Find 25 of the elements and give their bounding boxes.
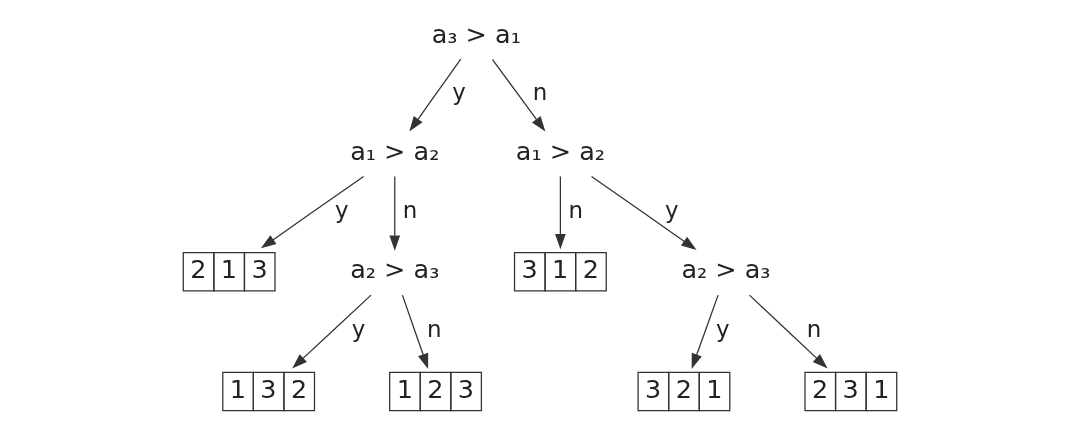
edge-label: y <box>716 316 730 343</box>
arrow <box>555 175 566 250</box>
edge-label: n <box>402 196 418 223</box>
arrow <box>401 294 429 369</box>
arrow <box>409 58 462 132</box>
arrow <box>748 294 828 369</box>
arrow <box>691 294 719 369</box>
node-text: a₂ > a₃ <box>350 254 440 285</box>
arrow <box>590 175 697 250</box>
edge-label: n <box>806 316 822 343</box>
node-text: a₂ > a₃ <box>681 254 771 285</box>
arrow <box>292 294 372 369</box>
node-text: a₁ > a₂ <box>515 135 605 166</box>
edge-label: y <box>665 196 679 223</box>
node-text: a₁ > a₂ <box>350 135 440 166</box>
edge-label: y <box>351 316 366 343</box>
arrow <box>491 58 546 132</box>
edge-label: y <box>335 196 349 223</box>
node-text: a₃ > a₁ <box>431 18 521 49</box>
arrow <box>260 175 365 249</box>
edge-label: n <box>568 196 583 223</box>
arrow <box>389 175 401 251</box>
edge-label: n <box>532 79 548 106</box>
edge-label: n <box>426 316 442 343</box>
edge-label: y <box>452 79 466 106</box>
